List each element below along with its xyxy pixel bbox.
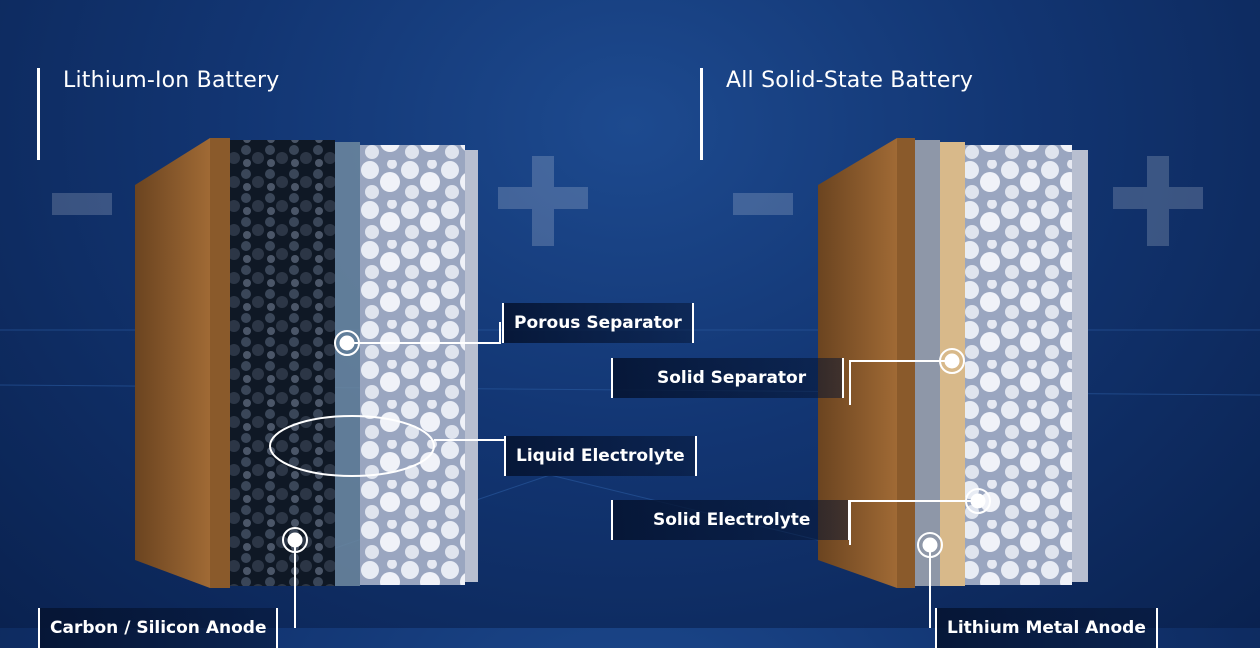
polarity-signs bbox=[52, 156, 1203, 246]
title-solid-state: All Solid-State Battery bbox=[726, 68, 974, 93]
solid-state-cell bbox=[818, 138, 1088, 588]
title-lithium-ion: Lithium-Ion Battery bbox=[63, 68, 280, 93]
plus-icon bbox=[498, 187, 588, 209]
label-liquid-electrolyte: Liquid Electrolyte bbox=[504, 436, 697, 476]
label-solid-separator: Solid Separator bbox=[611, 358, 845, 398]
title-bar bbox=[37, 68, 40, 160]
title-bar bbox=[700, 68, 703, 160]
minus-icon bbox=[52, 193, 112, 215]
label-solid-electrolyte: Solid Electrolyte bbox=[611, 500, 851, 540]
lithium-ion-cell bbox=[135, 138, 478, 588]
minus-icon bbox=[733, 193, 793, 215]
label-porous-separator: Porous Separator bbox=[502, 303, 694, 343]
battery-diagram bbox=[0, 138, 1260, 588]
label-lithium-metal-anode: Lithium Metal Anode bbox=[935, 608, 1158, 648]
label-carbon-silicon-anode: Carbon / Silicon Anode bbox=[38, 608, 279, 648]
markers bbox=[282, 330, 991, 558]
plus-icon bbox=[1113, 187, 1203, 209]
